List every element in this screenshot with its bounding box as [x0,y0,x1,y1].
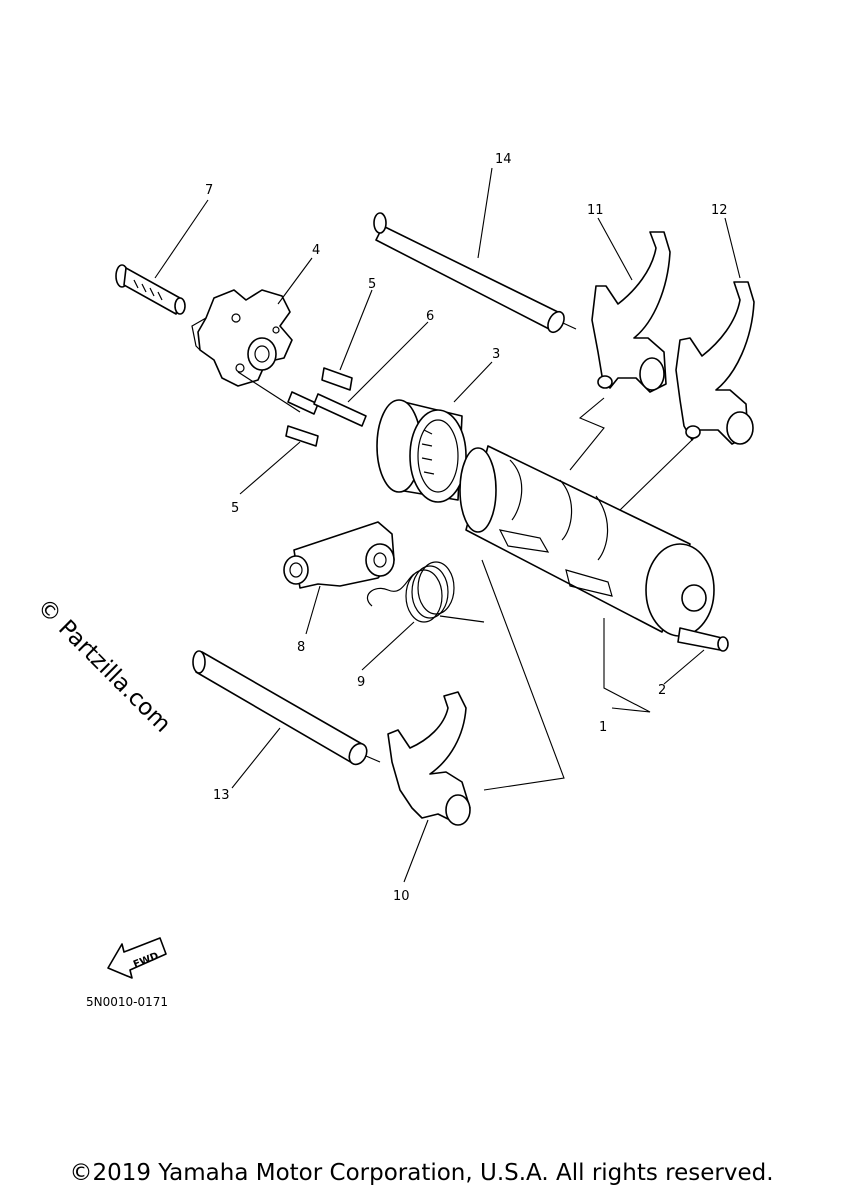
callout-10: 10 [393,889,410,904]
callout-5-lower: 5 [231,501,239,516]
shift-fork-upper-left [591,231,671,393]
long-pin [313,393,367,427]
callout-12: 12 [711,203,728,218]
fwd-arrow-icon: FWD [107,937,167,979]
stopper-bolt [115,264,186,315]
callout-3: 3 [492,347,500,362]
drum-pin [677,627,729,652]
callout-6: 6 [426,309,434,324]
callout-2: 2 [658,683,666,698]
shift-fork-shaft-upper [373,212,577,334]
callout-13: 13 [213,788,230,803]
shift-fork-lower [387,691,471,826]
shift-lever-arm [283,521,395,589]
callout-4: 4 [312,243,320,258]
callout-9: 9 [357,675,365,690]
copyright-notice: ©2019 Yamaha Motor Corporation, U.S.A. A… [69,1160,774,1186]
needle-bearing [376,399,467,503]
callout-8: 8 [297,640,305,655]
shift-fork-shaft-lower [192,650,381,766]
watermark: © Partzilla.com [32,594,176,738]
diagram-code: 5N0010-0171 [86,995,168,1009]
torsion-spring [366,561,485,623]
shift-drum [459,445,715,637]
callout-14: 14 [495,152,512,167]
callout-1: 1 [599,720,607,735]
dowel-pins [237,367,353,447]
callout-11: 11 [587,203,604,218]
callout-7: 7 [205,183,213,198]
leader-lines [154,167,741,883]
shift-cam-segment [191,289,293,387]
shift-fork-upper-right [675,281,755,445]
callout-5-upper: 5 [368,277,376,292]
